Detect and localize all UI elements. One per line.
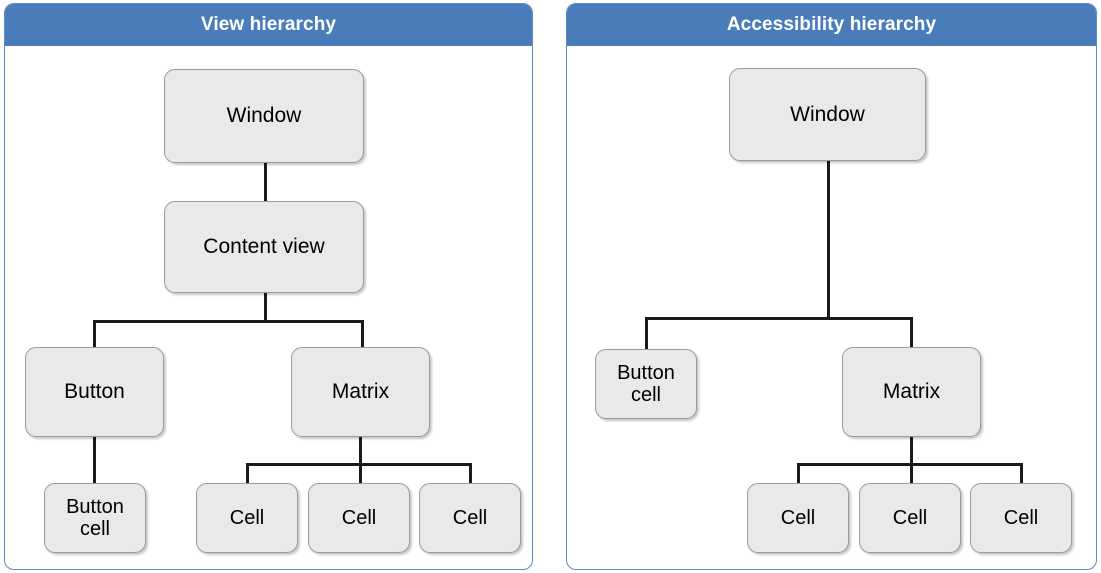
panel-view-hierarchy: View hierarchy Window Content view Butto… (4, 3, 533, 570)
edge-bus-to-cell-2 (359, 463, 362, 485)
node-cell-1[interactable]: Cell (196, 483, 298, 553)
node-matrix[interactable]: Matrix (842, 347, 981, 437)
edge-bus-to-matrix (361, 320, 364, 349)
node-cell-2[interactable]: Cell (859, 483, 961, 553)
panel-body-view-hierarchy: Window Content view Button Matrix Button… (5, 46, 532, 569)
panel-accessibility-hierarchy: Accessibility hierarchy Window Button ce… (566, 3, 1097, 570)
node-cell-3[interactable]: Cell (419, 483, 521, 553)
node-window[interactable]: Window (729, 68, 926, 161)
node-button-cell[interactable]: Button cell (595, 349, 697, 419)
edge-bus-to-cell-3 (1020, 463, 1023, 485)
node-cell-3[interactable]: Cell (970, 483, 1072, 553)
node-matrix[interactable]: Matrix (291, 347, 430, 437)
panel-body-accessibility-hierarchy: Window Button cell Matrix Cell Cell Cell (567, 46, 1096, 569)
node-cell-2[interactable]: Cell (308, 483, 410, 553)
edge-content-view-stem (264, 291, 267, 323)
node-button[interactable]: Button (25, 347, 164, 437)
panel-title-accessibility-hierarchy: Accessibility hierarchy (567, 4, 1096, 46)
edge-window-stem (827, 159, 830, 319)
edge-matrix-stem (359, 435, 362, 466)
edge-bus-to-matrix (910, 317, 913, 349)
edge-bus-to-cell-1 (797, 463, 800, 485)
edge-bus-to-cell-1 (246, 463, 249, 485)
node-cell-1[interactable]: Cell (747, 483, 849, 553)
panel-title-view-hierarchy: View hierarchy (5, 4, 532, 46)
edge-window-to-content-view (264, 161, 267, 204)
node-content-view[interactable]: Content view (164, 201, 364, 293)
edge-window-bus (645, 317, 913, 320)
edge-bus-to-button (93, 320, 96, 349)
node-button-cell[interactable]: Button cell (44, 483, 146, 553)
edge-matrix-stem (910, 435, 913, 466)
edge-bus-to-button-cell (645, 317, 648, 350)
node-window[interactable]: Window (164, 69, 364, 163)
edge-content-view-bus (93, 320, 364, 323)
edge-button-to-button-cell (93, 435, 96, 485)
edge-bus-to-cell-2 (910, 463, 913, 485)
edge-bus-to-cell-3 (469, 463, 472, 485)
